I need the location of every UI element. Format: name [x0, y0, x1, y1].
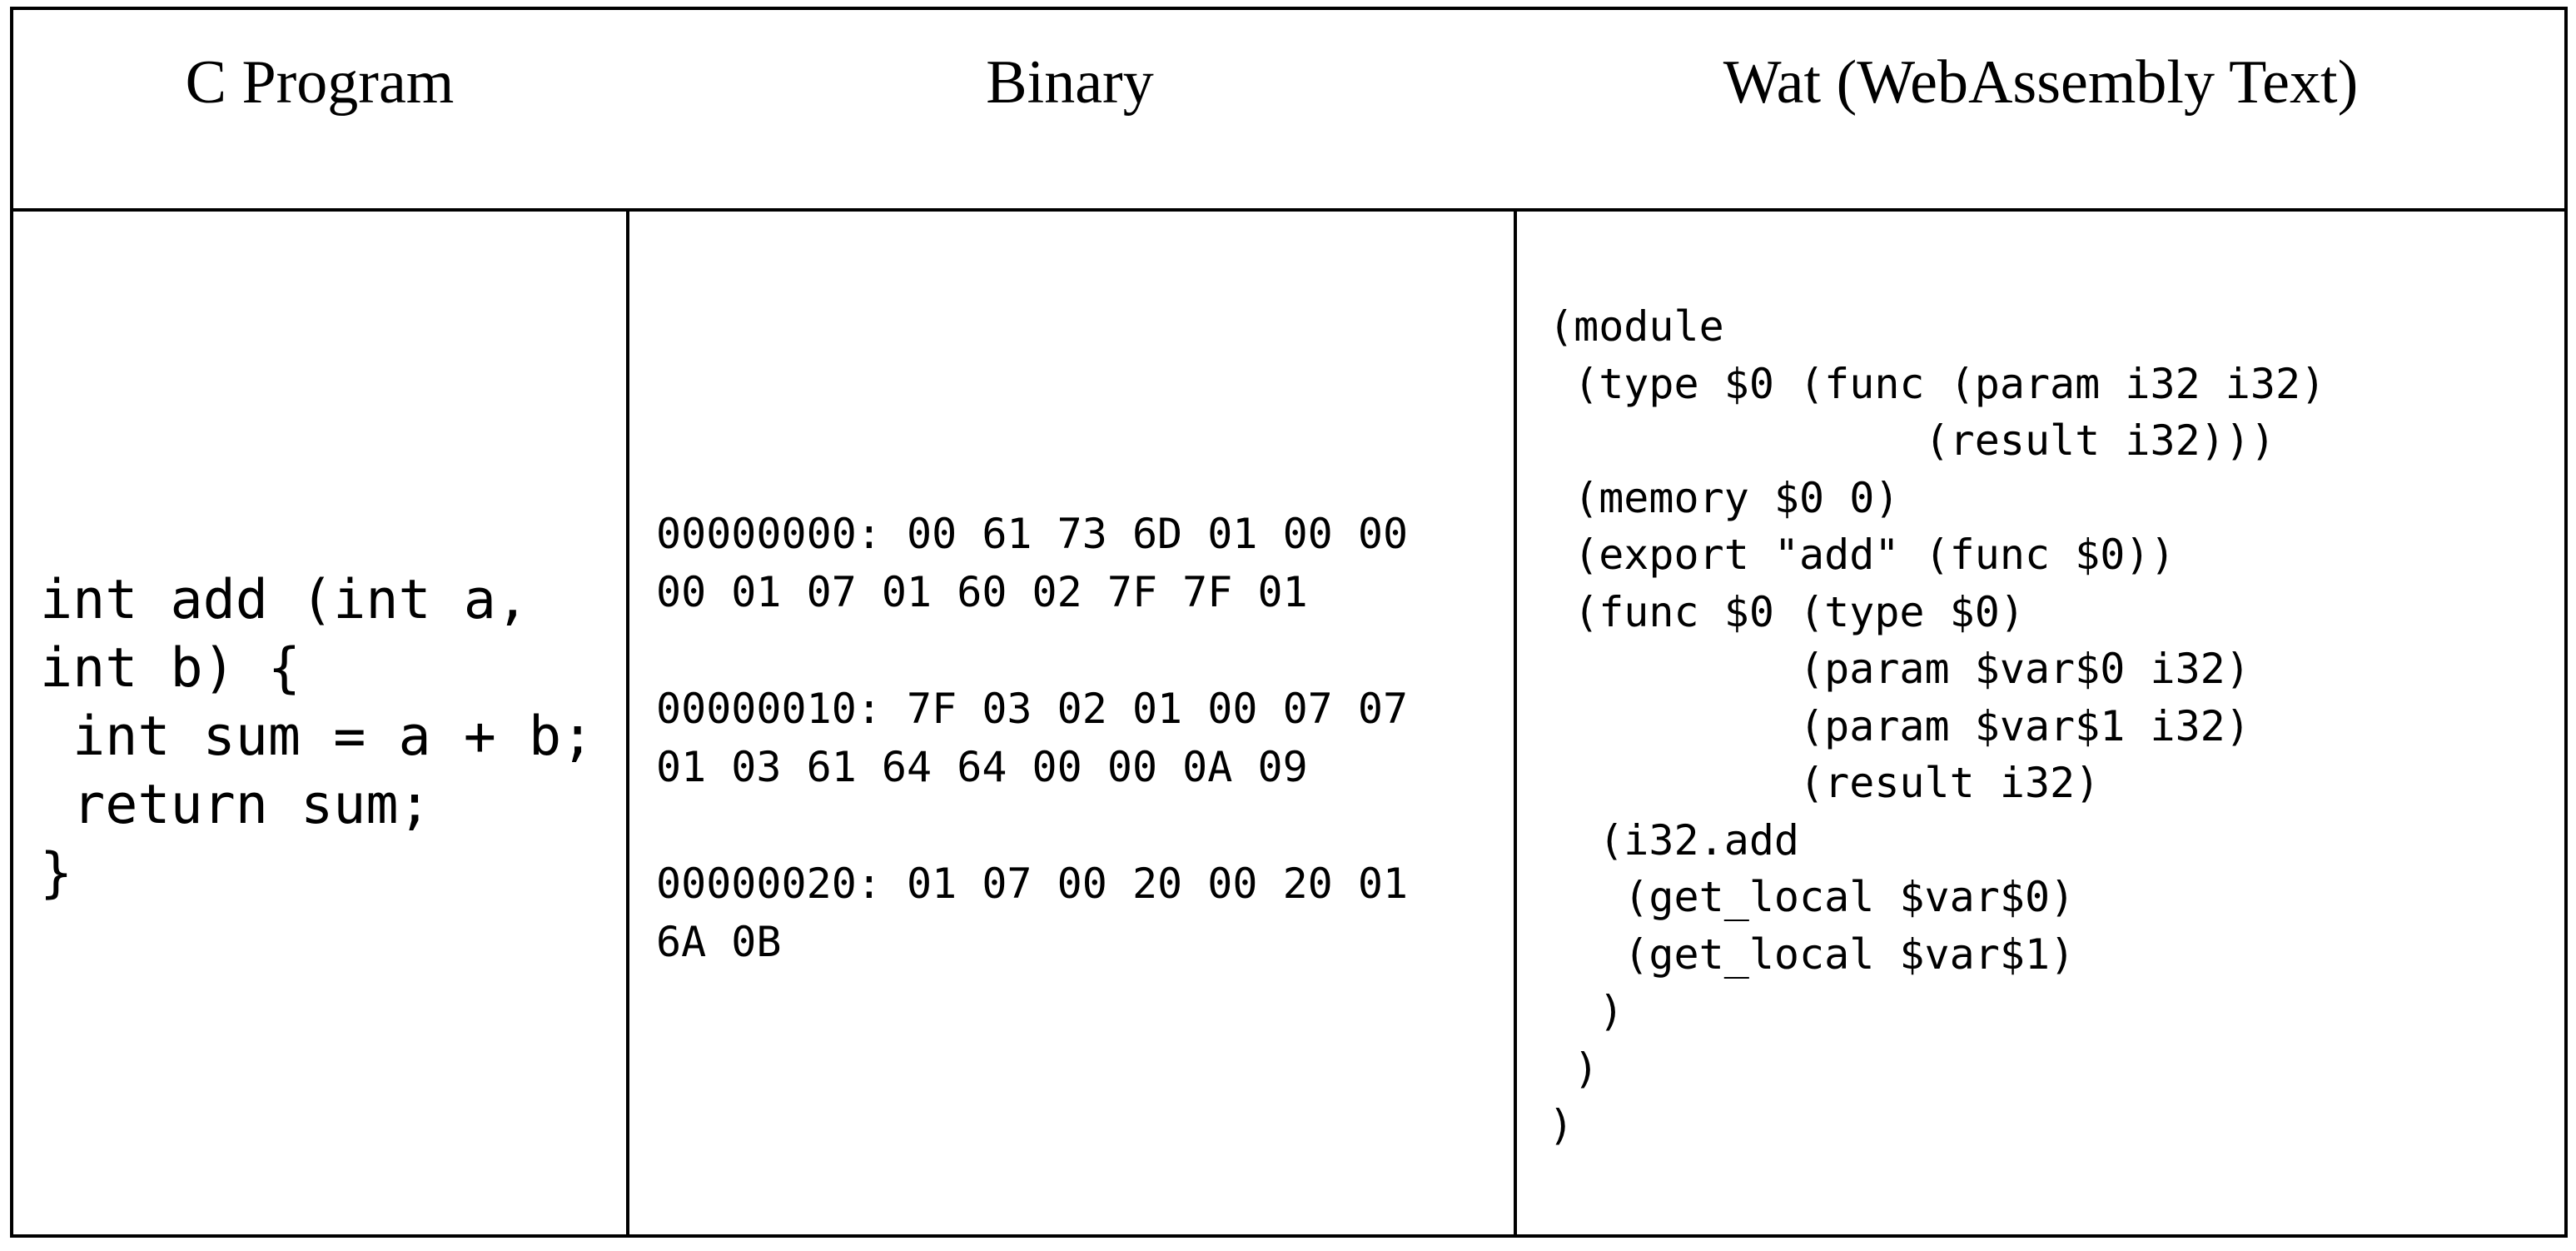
header-c-program: C Program [185, 48, 455, 117]
c-program-code: int add (int a, int b) { int sum = a + b… [40, 569, 594, 905]
wat-cell: (module (type $0 (func (param i32 i32) (… [1514, 212, 2568, 1234]
header-binary: Binary [986, 48, 1154, 117]
header-wat: Wat (WebAssembly Text) [1723, 48, 2359, 117]
binary-cell: 00000000: 00 61 73 6D 01 00 00 00 01 07 … [626, 212, 1514, 1234]
c-program-cell: int add (int a, int b) { int sum = a + b… [13, 212, 626, 1234]
wat-code: (module (type $0 (func (param i32 i32) (… [1549, 302, 2326, 1149]
table-header-row: C Program Binary Wat (WebAssembly Text) [13, 10, 2564, 212]
table-body-row: int add (int a, int b) { int sum = a + b… [13, 212, 2564, 1234]
binary-code: 00000000: 00 61 73 6D 01 00 00 00 01 07 … [656, 510, 1409, 966]
comparison-table: C Program Binary Wat (WebAssembly Text) … [10, 7, 2568, 1238]
